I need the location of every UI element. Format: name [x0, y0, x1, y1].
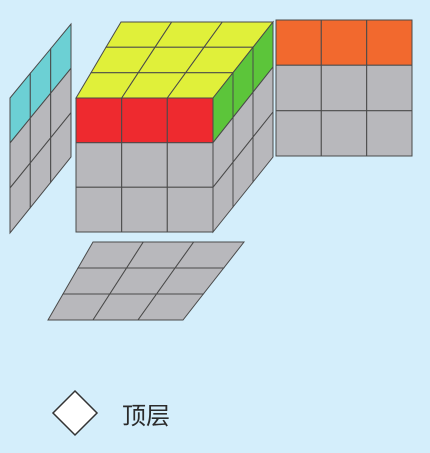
front-face-cell-r1c1	[121, 142, 168, 188]
back-face-cell-r0c0	[275, 19, 322, 66]
left-face-cell-r2c2	[50, 111, 72, 184]
front-face-cell-r0c0	[75, 97, 123, 144]
legend: 顶层	[50, 388, 170, 438]
front-face-cell-r0c1	[121, 97, 168, 144]
front-face-cell-r2c0	[75, 186, 123, 233]
back-face-cell-r1c2	[366, 64, 413, 112]
back-face-cell-r1c0	[275, 64, 322, 112]
front-face-cell-r2c2	[166, 186, 214, 233]
back-face-cell-r0c2	[366, 19, 413, 66]
rubiks-cube	[75, 20, 275, 234]
diamond-icon	[51, 389, 99, 437]
front-face-cell-r0c2	[166, 97, 214, 144]
back-face-cell-r2c2	[366, 110, 413, 157]
front-face-cell-r1c0	[75, 142, 123, 188]
front-face-cell-r2c1	[121, 186, 168, 233]
right-face-cell-r2c2	[252, 110, 274, 184]
back-face-cell-r2c1	[320, 110, 368, 157]
back-face-cell-r2c0	[275, 110, 322, 157]
bottom-face-unfolded	[47, 241, 246, 321]
back-face-cell-r0c1	[320, 19, 368, 66]
bottom-face-cell-r2c2	[137, 293, 205, 321]
front-face-cell-r1c2	[166, 142, 214, 188]
back-face-unfolded	[275, 19, 413, 157]
legend-label: 顶层	[122, 401, 170, 430]
back-face-cell-r1c1	[320, 64, 368, 112]
left-face-unfolded	[9, 22, 72, 235]
